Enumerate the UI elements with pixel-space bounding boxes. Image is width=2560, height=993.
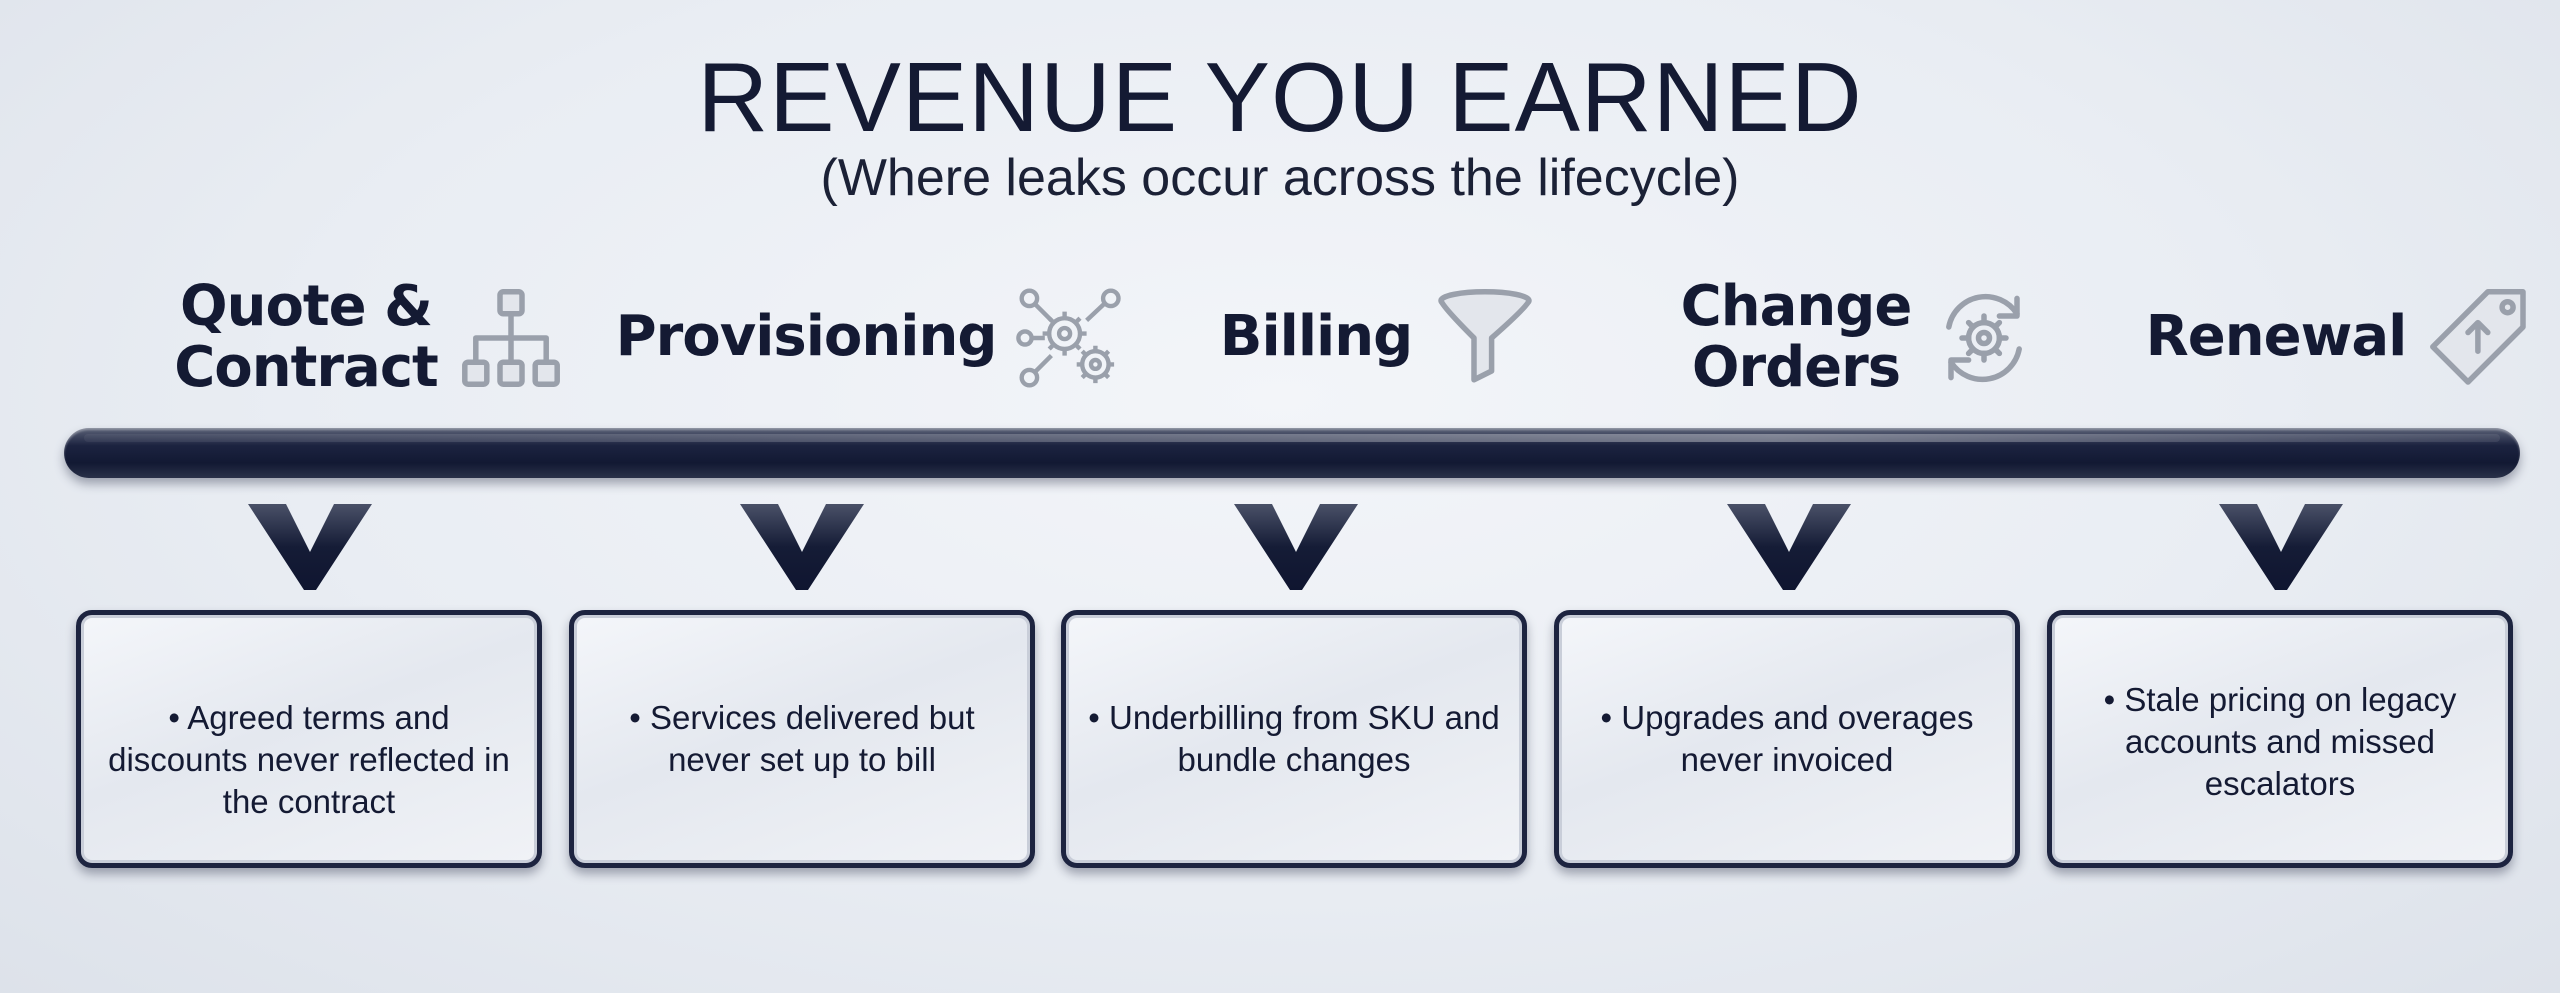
stage-label-line: Orders (1691, 334, 1901, 400)
leak-description: • Agreed terms and discounts never refle… (108, 699, 510, 820)
stage-label-line: Renewal (2145, 304, 2408, 370)
price-tag-icon (2424, 283, 2534, 393)
page-title: REVENUE YOU EARNED (697, 42, 1863, 152)
stage-label-line: Provisioning (615, 304, 998, 370)
funnel-icon (1430, 283, 1540, 393)
chevron-down-icon (1725, 500, 1853, 592)
stage-label: Quote & Contract (174, 274, 439, 400)
page-subtitle: (Where leaks occur across the lifecycle) (820, 149, 1740, 207)
leak-description: • Stale pricing on legacy accounts and m… (2103, 681, 2457, 802)
stage-label: Renewal (2145, 304, 2408, 370)
stage-renewal: Renewal (2130, 270, 2550, 405)
leak-description: • Services delivered but never set up to… (629, 699, 975, 778)
leak-description: • Underbilling from SKU and bundle chang… (1088, 699, 1500, 778)
stage-label: Change Orders (1680, 274, 1913, 400)
leak-card-change-orders: • Upgrades and overages never invoiced (1554, 610, 2020, 868)
stage-billing: Billing (1160, 270, 1600, 405)
stage-provisioning: Provisioning (610, 270, 1130, 405)
leak-card-renewal: • Stale pricing on legacy accounts and m… (2047, 610, 2513, 868)
stage-label: Provisioning (615, 304, 998, 370)
stage-label-line: Contract (174, 334, 439, 400)
chevron-down-icon (1232, 500, 1360, 592)
leak-description: • Upgrades and overages never invoiced (1600, 699, 1974, 778)
stage-label: Billing (1219, 304, 1413, 370)
refresh-gear-icon (1929, 283, 2039, 393)
leak-card-billing: • Underbilling from SKU and bundle chang… (1061, 610, 1527, 868)
chevron-down-icon (738, 500, 866, 592)
network-gears-icon (1014, 283, 1124, 393)
timeline-bar (64, 428, 2520, 478)
chevron-down-icon (246, 500, 374, 592)
stage-label-line: Billing (1219, 304, 1413, 370)
org-chart-icon (456, 283, 566, 393)
stage-change-orders: Change Orders (1640, 270, 2080, 405)
stage-quote-contract: Quote & Contract (170, 270, 570, 405)
leak-card-quote-contract: • Agreed terms and discounts never refle… (76, 610, 542, 868)
stage-label-line: Quote & (179, 274, 433, 340)
leak-card-provisioning: • Services delivered but never set up to… (569, 610, 1035, 868)
chevron-down-icon (2217, 500, 2345, 592)
stage-label-line: Change (1680, 274, 1913, 340)
